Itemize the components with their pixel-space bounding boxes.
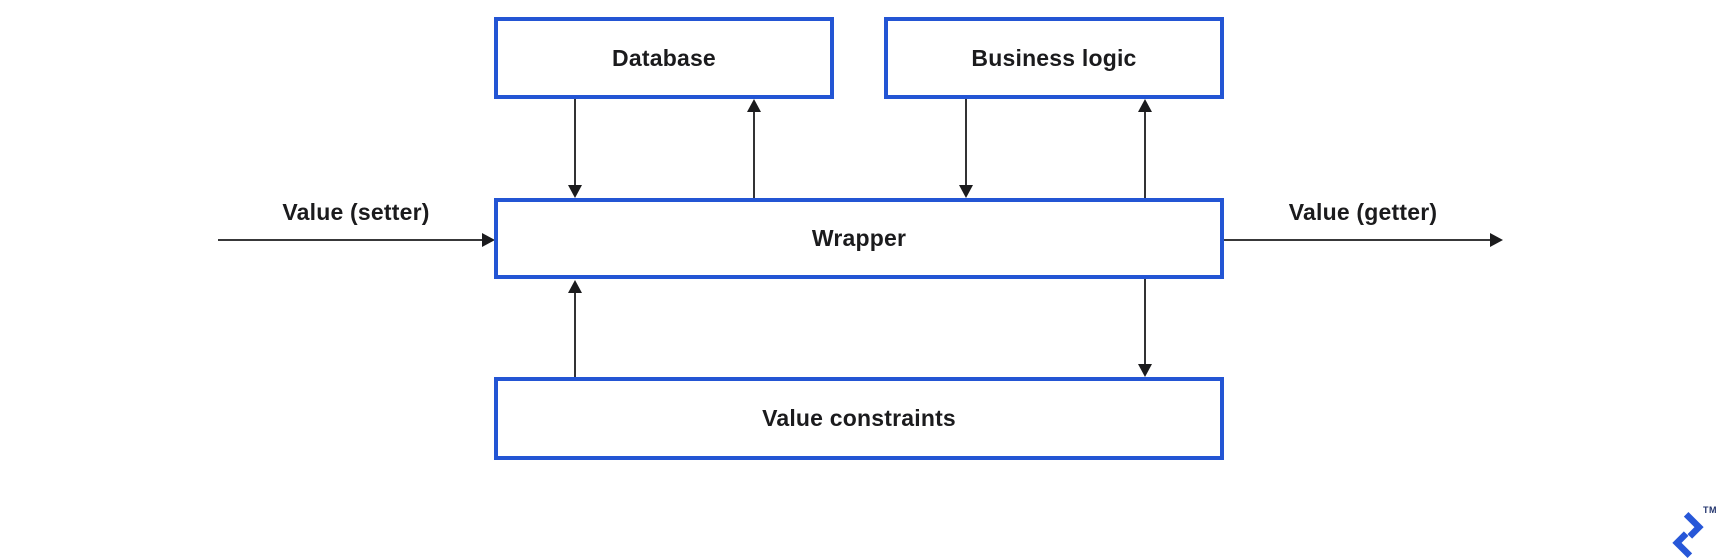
trademark-label: TM xyxy=(1703,505,1717,515)
node-business-logic-label: Business logic xyxy=(971,44,1137,71)
node-value-constraints: Value constraints xyxy=(494,377,1224,460)
node-wrapper: Wrapper xyxy=(494,198,1224,279)
toptal-logo: TM xyxy=(1670,505,1720,560)
node-database: Database xyxy=(494,17,834,99)
node-database-label: Database xyxy=(612,44,716,71)
toptal-logomark-icon xyxy=(1672,512,1704,558)
arrow-value-setter-input xyxy=(218,233,495,247)
arrow-wrapper-to-database xyxy=(747,99,761,198)
label-value-setter: Value (setter) xyxy=(282,199,430,225)
label-value-getter: Value (getter) xyxy=(1288,199,1438,225)
arrow-business-logic-to-wrapper xyxy=(959,99,973,198)
node-wrapper-label: Wrapper xyxy=(811,225,907,251)
arrow-database-to-wrapper xyxy=(568,99,582,198)
arrow-wrapper-to-value-constraints xyxy=(1138,279,1152,377)
node-business-logic: Business logic xyxy=(884,17,1224,99)
arrow-wrapper-to-business-logic xyxy=(1138,99,1152,198)
arrow-value-constraints-to-wrapper xyxy=(568,280,582,377)
node-value-constraints-label: Value constraints xyxy=(762,405,956,431)
arrow-value-getter-output xyxy=(1224,233,1503,247)
